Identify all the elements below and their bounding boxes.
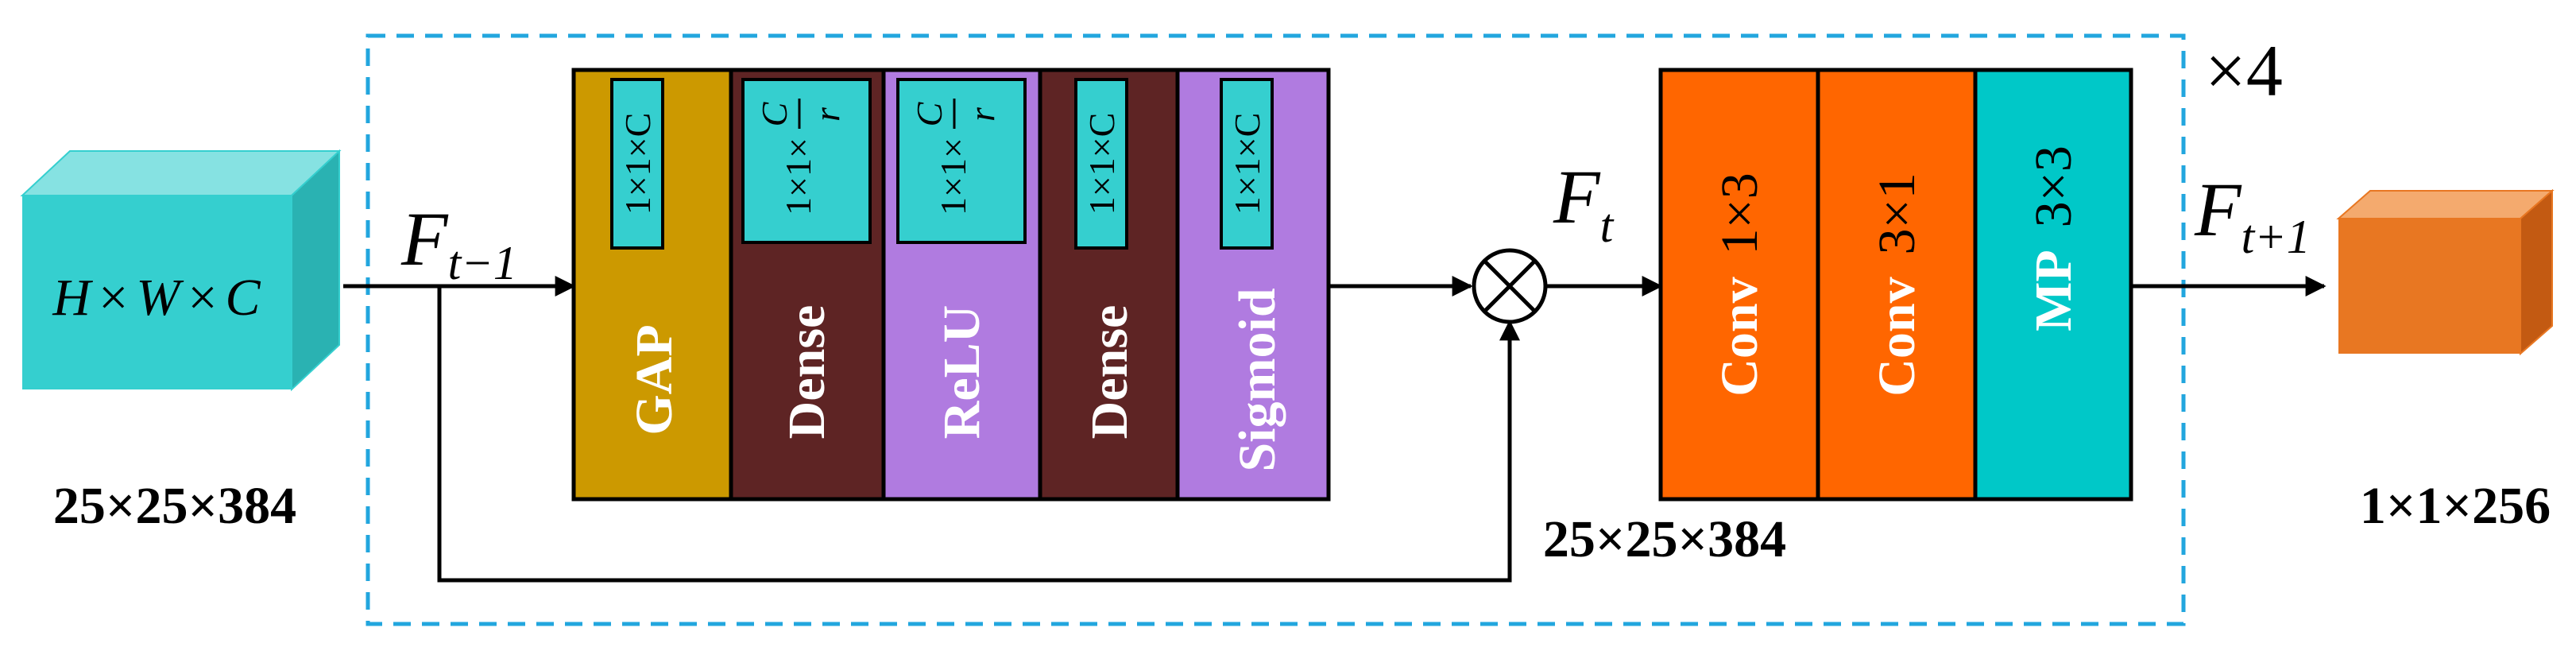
conv2-block [1816,68,1978,502]
sigmoid-shape: 1×1×C [1227,113,1267,215]
input-tensor: H×W×C [20,149,342,392]
gap-label: GAP [625,324,683,435]
relu-label: ReLU [933,305,991,440]
svg-text:1×1×: 1×1× [778,138,818,215]
dense2-shape-box [1074,78,1128,250]
gap-shape-box [610,78,664,250]
repeat-label: ×4 [2205,30,2283,111]
skip-connection [437,286,1520,583]
conv-block: Conv1×3 Conv3×1 MP3×3 [1658,68,2133,502]
output-size-label: 1×1×256 [2360,477,2551,535]
sigmoid-shape-box [1220,78,1274,250]
sigmoid-label: Sigmoid [1228,288,1286,471]
dense2-shape: 1×1×C [1081,113,1122,215]
f-next-label: Ft+1 [2194,167,2311,263]
mp-label: MP3×3 [2025,145,2083,331]
svg-text:r: r [961,107,1002,122]
conv2-label: Conv3×1 [1868,172,1926,397]
input-size-label: 25×25×384 [53,477,296,535]
mid-size-label: 25×25×384 [1543,510,1786,568]
svg-text:C: C [754,101,795,126]
dense1-label: Dense [778,305,836,440]
svg-text:r: r [806,107,847,122]
dense2-label: Dense [1081,305,1139,440]
relu-shape: 1×1× C r [909,99,1002,215]
relu-shape-box [896,78,1027,244]
gap-shape: 1×1×C [617,113,658,215]
input-formula: H×W×C [52,269,261,327]
multiply-icon [1472,248,1548,324]
f-prev-label: Ft−1 [400,196,517,289]
dense1-shape: 1×1× C r [754,99,847,215]
svg-text:C: C [909,101,950,126]
svg-text:1×1×: 1×1× [933,138,973,215]
se-block: 1×1×C GAP 1×1× C r Dense 1×1× C r ReLU 1… [571,68,1331,502]
dense1-shape-box [741,78,872,244]
conv1-label: Conv1×3 [1711,172,1769,397]
f-t-label: Ft [1553,154,1615,252]
output-tensor [2336,188,2555,356]
conv1-block [1658,68,1820,502]
